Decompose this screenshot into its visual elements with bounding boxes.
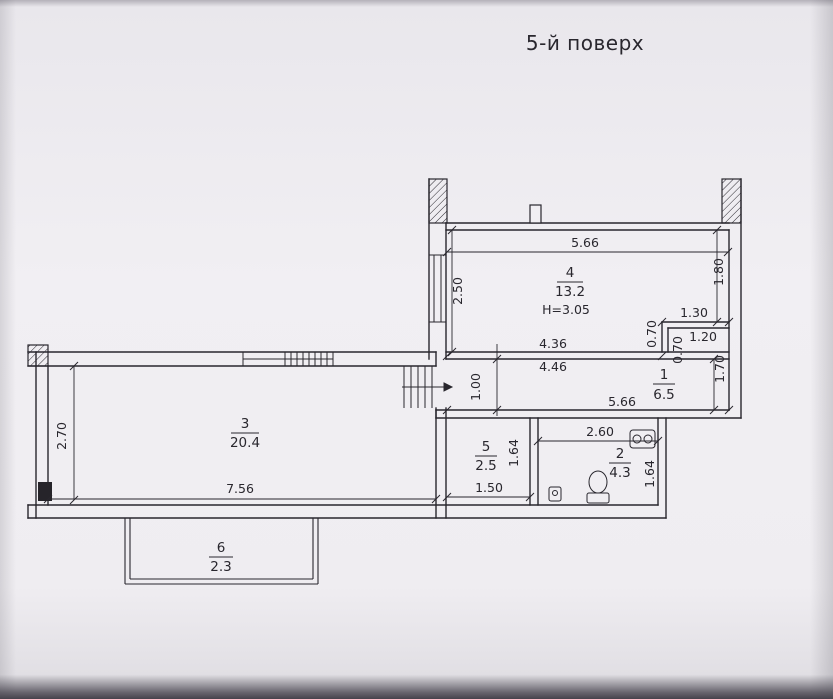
toilet-icon bbox=[586, 470, 610, 504]
room-label-6: 6 2.3 bbox=[209, 540, 233, 575]
room5-area: 2.5 bbox=[475, 458, 496, 474]
room4-area: 13.2 bbox=[555, 284, 585, 300]
room-label-4: 4 13.2 H=3.05 bbox=[542, 265, 590, 317]
room2-number: 2 bbox=[616, 446, 625, 462]
dim-room5-right: 1.64 bbox=[506, 439, 521, 467]
room3-number: 3 bbox=[241, 416, 250, 432]
room1-area: 6.5 bbox=[653, 387, 674, 403]
dim-room5-bottom: 1.50 bbox=[475, 480, 503, 495]
floor-title: 5-й поверх bbox=[526, 31, 644, 55]
dim-niche-inner-width: 1.20 bbox=[689, 329, 717, 344]
dimension-lines bbox=[48, 230, 728, 500]
room-label-3: 3 20.4 bbox=[230, 416, 260, 451]
room-labels: 4 13.2 H=3.05 1 6.5 3 20.4 5 2.5 2 4.3 6 bbox=[209, 265, 675, 575]
door-leaf-icon bbox=[529, 204, 542, 224]
dimension-ticks bbox=[43, 225, 734, 505]
dim-room4-left: 2.50 bbox=[450, 277, 465, 305]
dim-hall-height: 1.00 bbox=[468, 373, 483, 401]
room-label-1: 1 6.5 bbox=[653, 367, 675, 403]
room2-area: 4.3 bbox=[609, 465, 630, 481]
walls bbox=[27, 178, 742, 519]
room5-number: 5 bbox=[482, 439, 491, 455]
dim-niche-inner-depth: 0.70 bbox=[670, 336, 685, 364]
fixtures bbox=[548, 429, 656, 504]
dim-room3-left: 2.70 bbox=[54, 422, 69, 450]
window-room4-icon bbox=[429, 254, 446, 323]
room3-area: 20.4 bbox=[230, 435, 260, 451]
room6-number: 6 bbox=[217, 540, 226, 556]
room-label-2: 2 4.3 bbox=[609, 446, 631, 481]
window-room3-icon bbox=[242, 352, 334, 366]
load-bearing-piers bbox=[27, 178, 742, 367]
dim-hall-upper: 4.36 bbox=[539, 336, 567, 351]
stairs-arrow-icon bbox=[443, 382, 454, 392]
washbasin-icon bbox=[548, 486, 562, 502]
dim-room4-right: 1.80 bbox=[711, 258, 726, 286]
dim-hall-width: 5.66 bbox=[608, 394, 636, 409]
dim-hall-right: 1.70 bbox=[712, 355, 727, 383]
dimension-labels: 5.66 2.50 1.80 1.30 0.70 1.20 0.70 4.36 … bbox=[54, 235, 727, 496]
stairs-icon bbox=[402, 366, 454, 408]
stove-icon bbox=[629, 429, 656, 449]
room6-area: 2.3 bbox=[210, 559, 231, 575]
dim-niche-width: 1.30 bbox=[680, 305, 708, 320]
dim-room4-top: 5.66 bbox=[571, 235, 599, 250]
room1-number: 1 bbox=[660, 367, 669, 383]
room4-ceiling-height: H=3.05 bbox=[542, 302, 590, 317]
room-label-5: 5 2.5 bbox=[475, 439, 497, 474]
balcony-outline bbox=[124, 518, 319, 585]
dim-room3-bottom: 7.56 bbox=[226, 481, 254, 496]
dim-room2-top: 2.60 bbox=[586, 424, 614, 439]
dim-hall-lower: 4.46 bbox=[539, 359, 567, 374]
shaft-block bbox=[38, 482, 52, 501]
room4-number: 4 bbox=[566, 265, 575, 281]
dim-room2-right: 1.64 bbox=[642, 460, 657, 488]
dim-niche-depth: 0.70 bbox=[644, 320, 659, 348]
